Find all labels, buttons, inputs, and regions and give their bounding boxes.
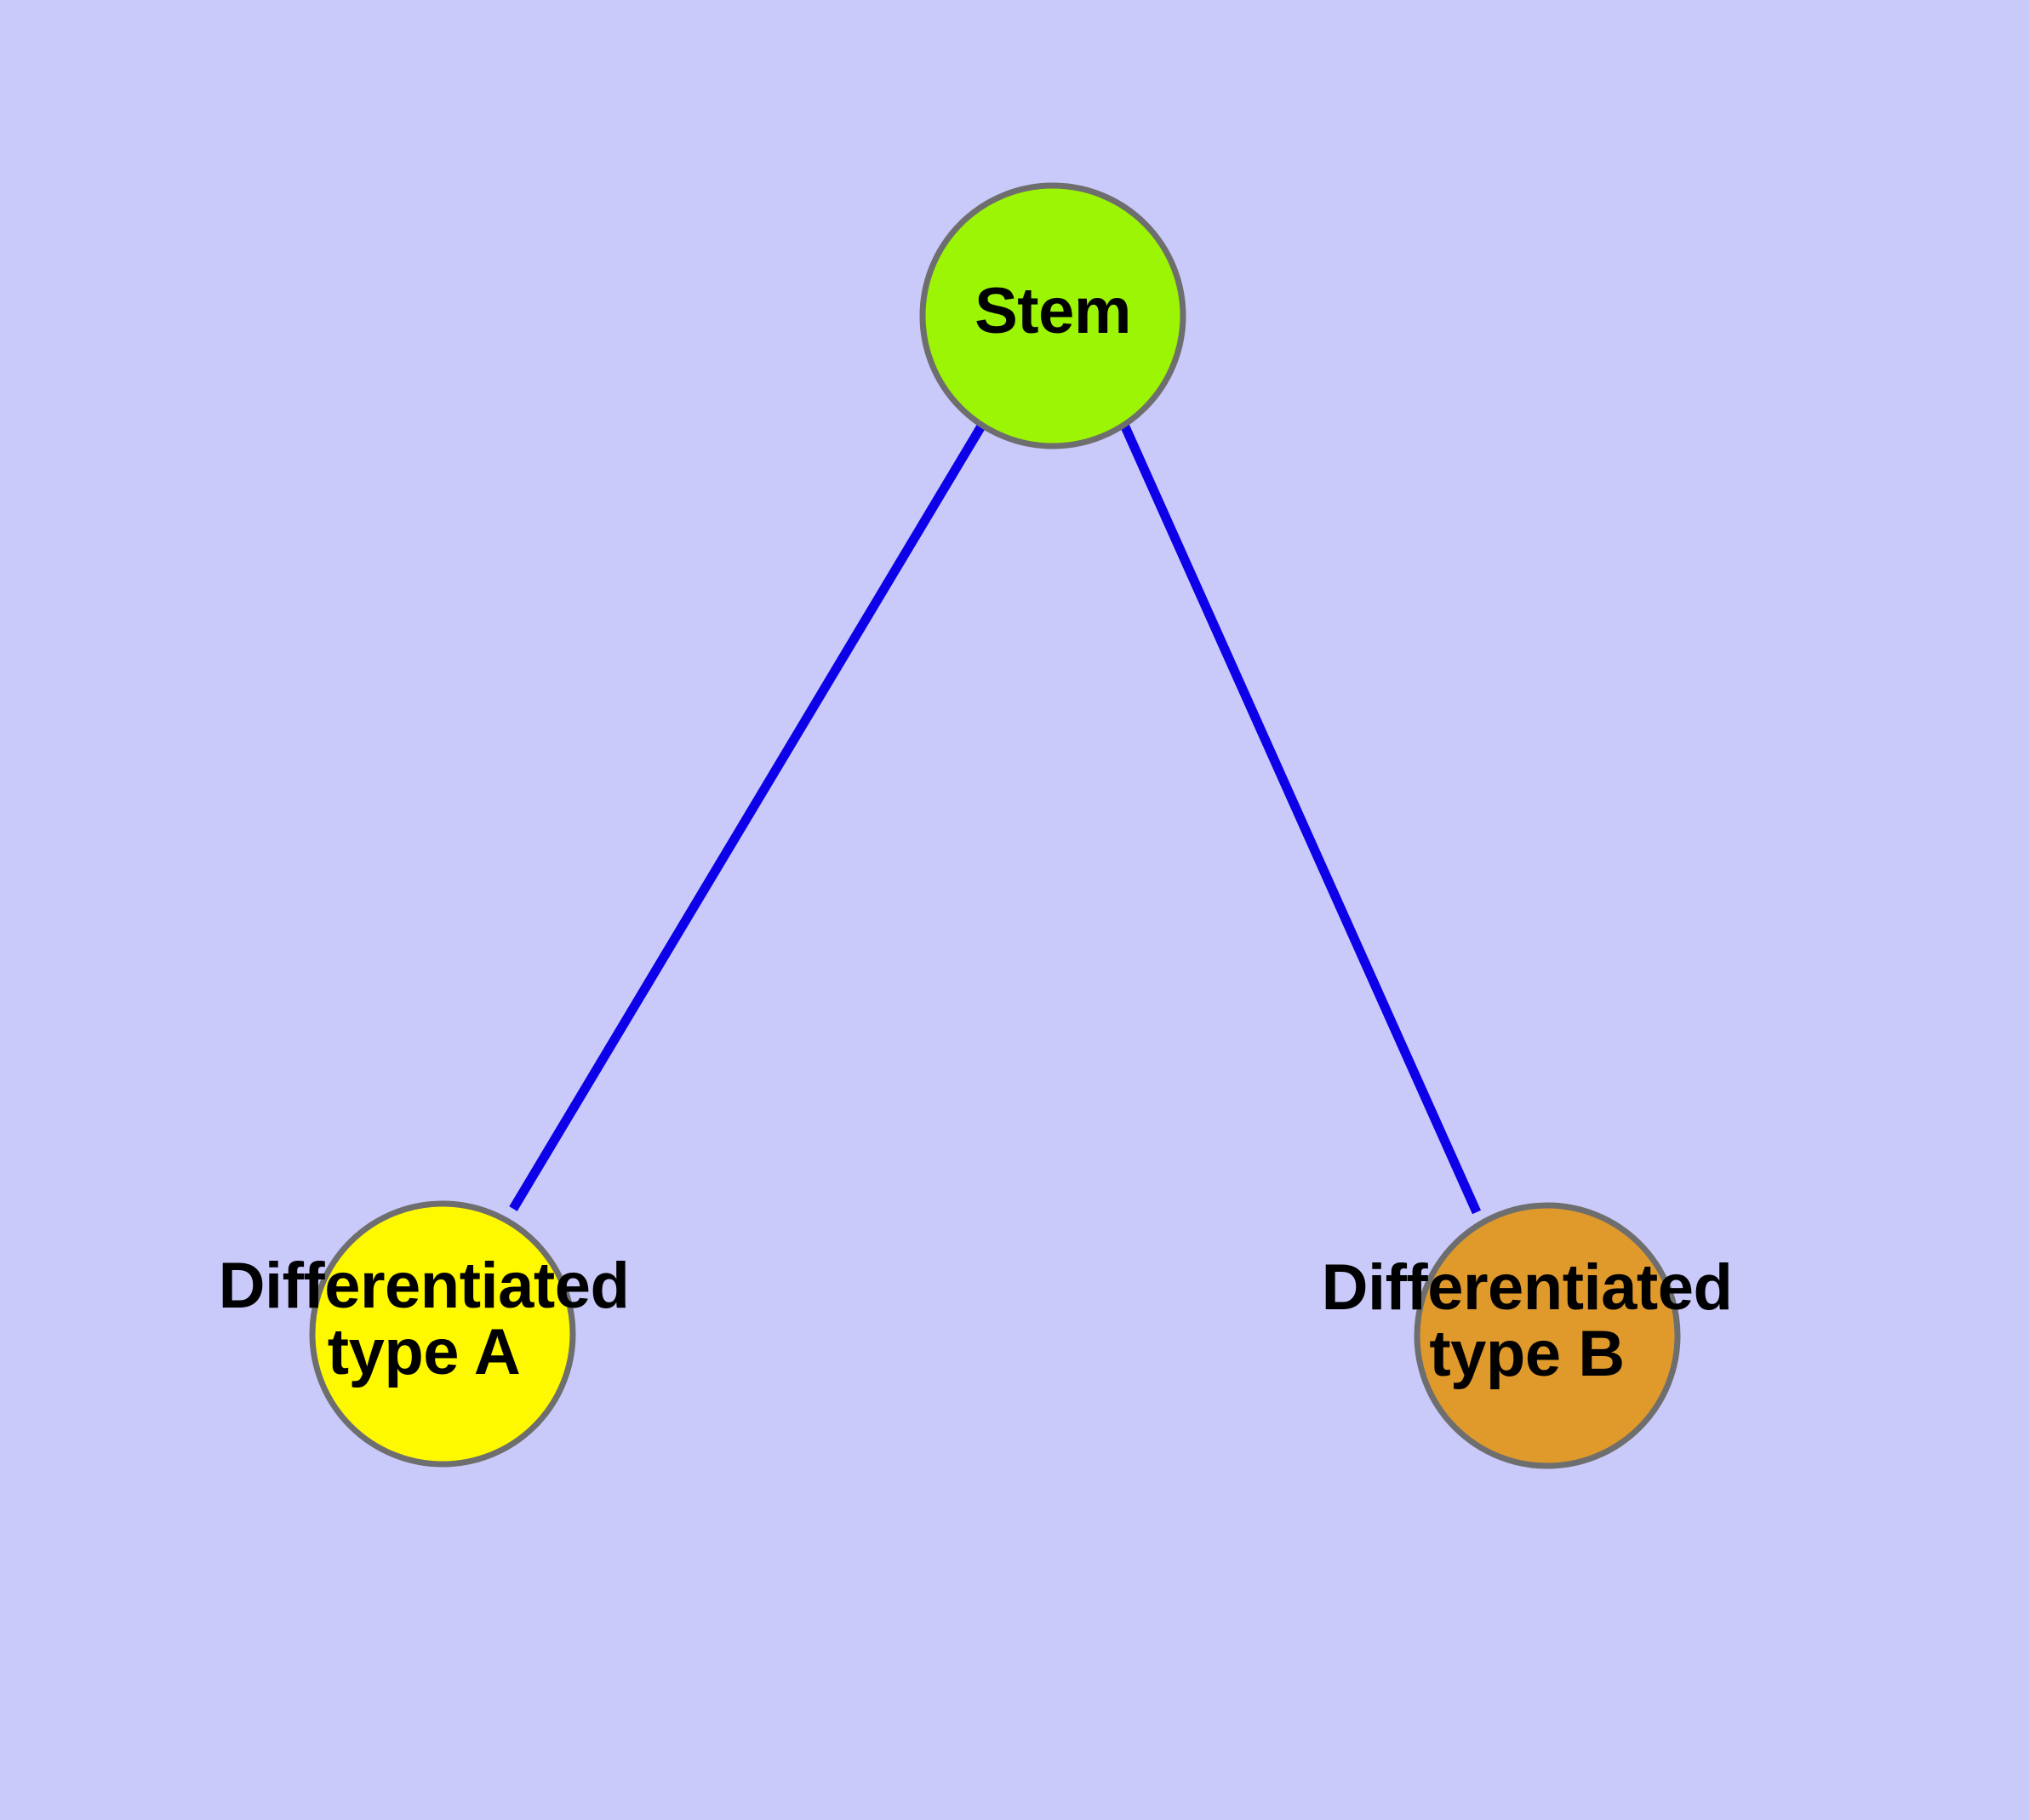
edge-stem-to-differentiated-type-a xyxy=(509,422,986,1211)
node-label-type-a-line2: type A xyxy=(327,1315,521,1388)
node-differentiated-type-a[interactable] xyxy=(309,1200,576,1468)
node-label-stem-line1: Stem xyxy=(974,275,1131,347)
node-stem[interactable] xyxy=(919,182,1186,449)
node-label-type-a-line1: Differentiated xyxy=(218,1250,630,1322)
edge-stem-to-differentiated-type-b xyxy=(1119,422,1482,1215)
node-label-type-b-line1: Differentiated xyxy=(1321,1251,1733,1324)
node-group xyxy=(309,182,1681,1469)
edge-group xyxy=(509,422,1482,1215)
node-label-type-b-line2: type B xyxy=(1429,1317,1625,1390)
node-differentiated-type-b[interactable] xyxy=(1414,1202,1681,1469)
node-label-stem: Stem xyxy=(797,278,1308,345)
